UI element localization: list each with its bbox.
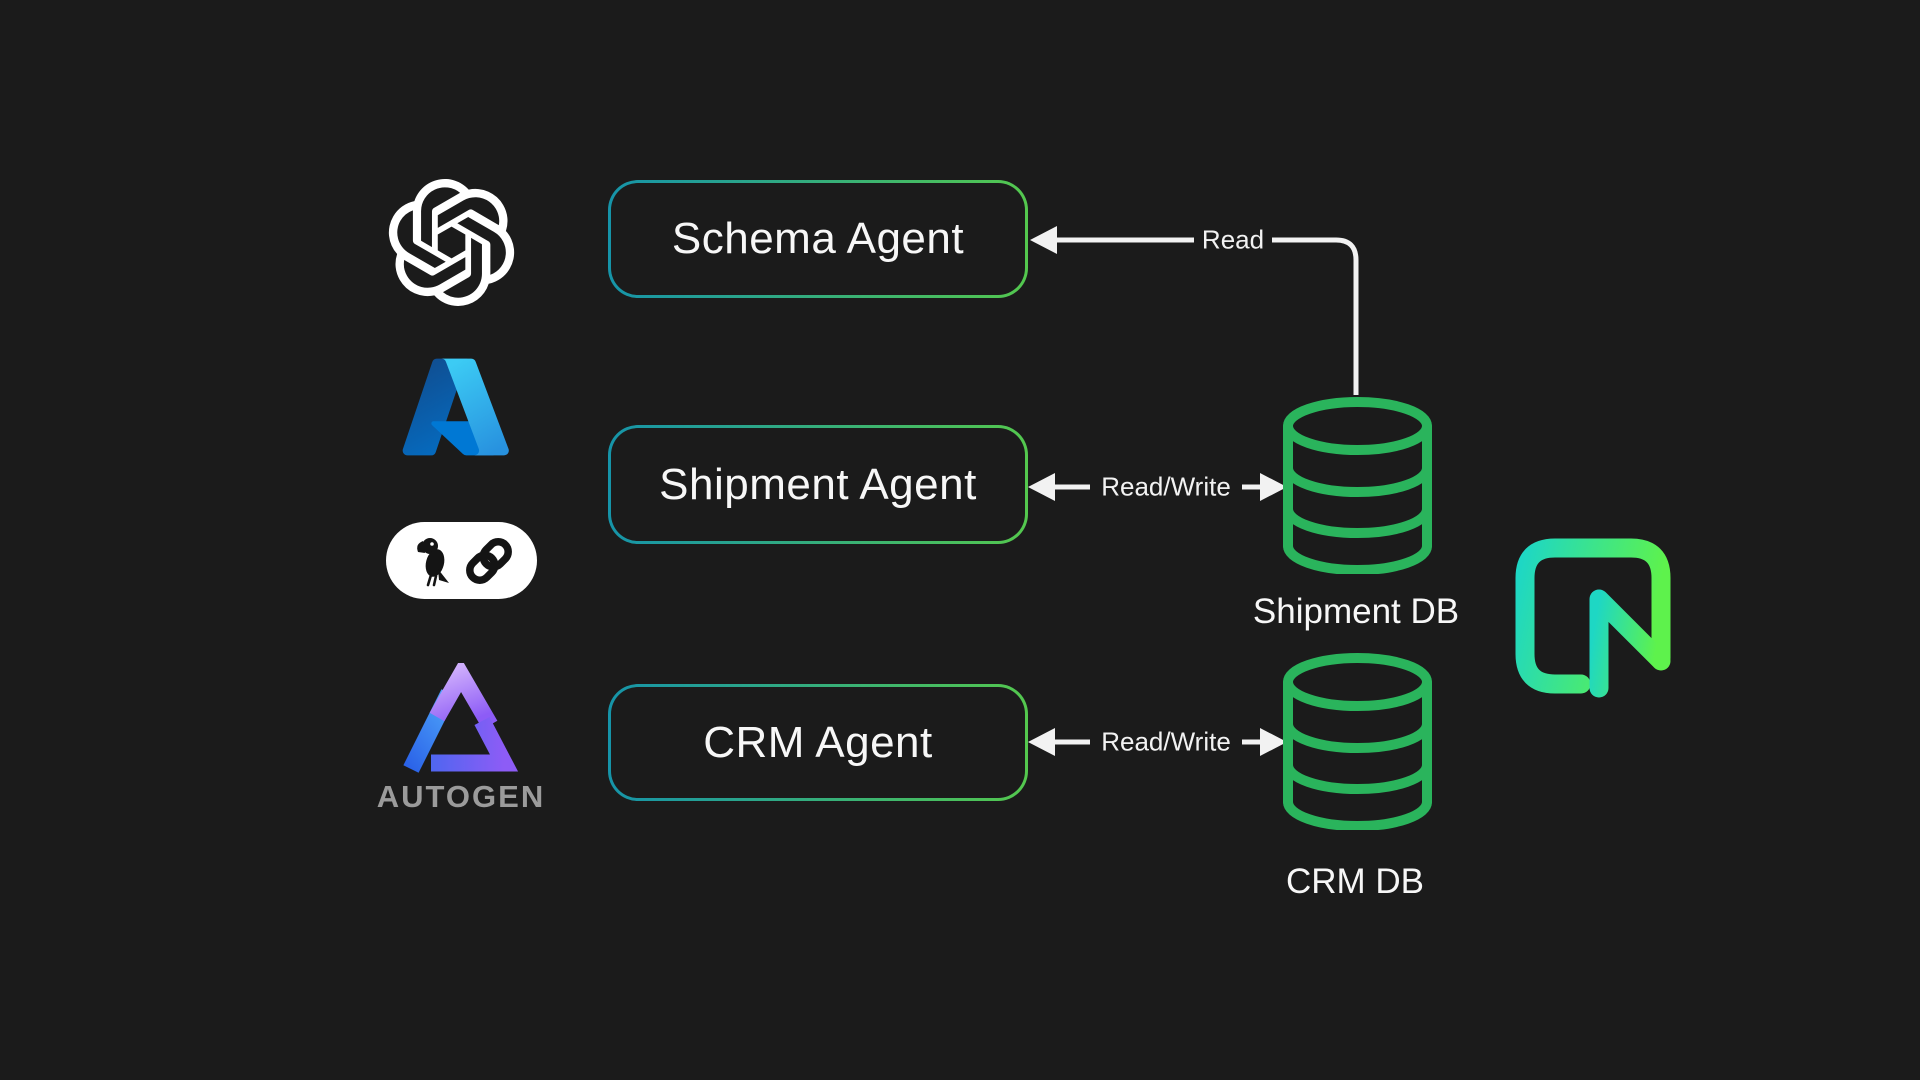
read-line-elbow bbox=[1272, 237, 1359, 395]
langchain-parrot-chain-icon bbox=[417, 538, 512, 587]
read-write-label-shipment: Read/Write bbox=[1101, 471, 1231, 502]
crm-agent-box: CRM Agent bbox=[608, 684, 1028, 801]
read-arrowhead bbox=[1030, 226, 1057, 254]
rw-shipment-arrowhead-right bbox=[1260, 473, 1287, 501]
openai-logo bbox=[388, 179, 515, 306]
crm-db-icon bbox=[1283, 653, 1432, 830]
autogen-logo bbox=[403, 663, 519, 773]
read-write-label-crm: Read/Write bbox=[1101, 726, 1231, 757]
crm-agent-label: CRM Agent bbox=[703, 717, 933, 767]
langchain-logo bbox=[386, 522, 537, 599]
shipment-agent-label: Shipment Agent bbox=[659, 459, 977, 509]
crm-db-label: CRM DB bbox=[1285, 862, 1425, 901]
azure-logo bbox=[402, 358, 509, 456]
shipment-agent-box: Shipment Agent bbox=[608, 425, 1028, 544]
neon-logo bbox=[1515, 538, 1671, 698]
shipment-db-icon bbox=[1283, 397, 1432, 574]
shipment-db-label: Shipment DB bbox=[1252, 592, 1460, 631]
schema-agent-label: Schema Agent bbox=[671, 214, 965, 263]
autogen-wordmark: AUTOGEN bbox=[376, 779, 546, 814]
rw-crm-arrowhead-right bbox=[1260, 728, 1287, 756]
read-label: Read bbox=[1201, 224, 1265, 255]
schema-agent-box: Schema Agent bbox=[608, 180, 1028, 298]
rw-shipment-arrowhead-left bbox=[1028, 473, 1055, 501]
rw-crm-arrowhead-left bbox=[1028, 728, 1055, 756]
